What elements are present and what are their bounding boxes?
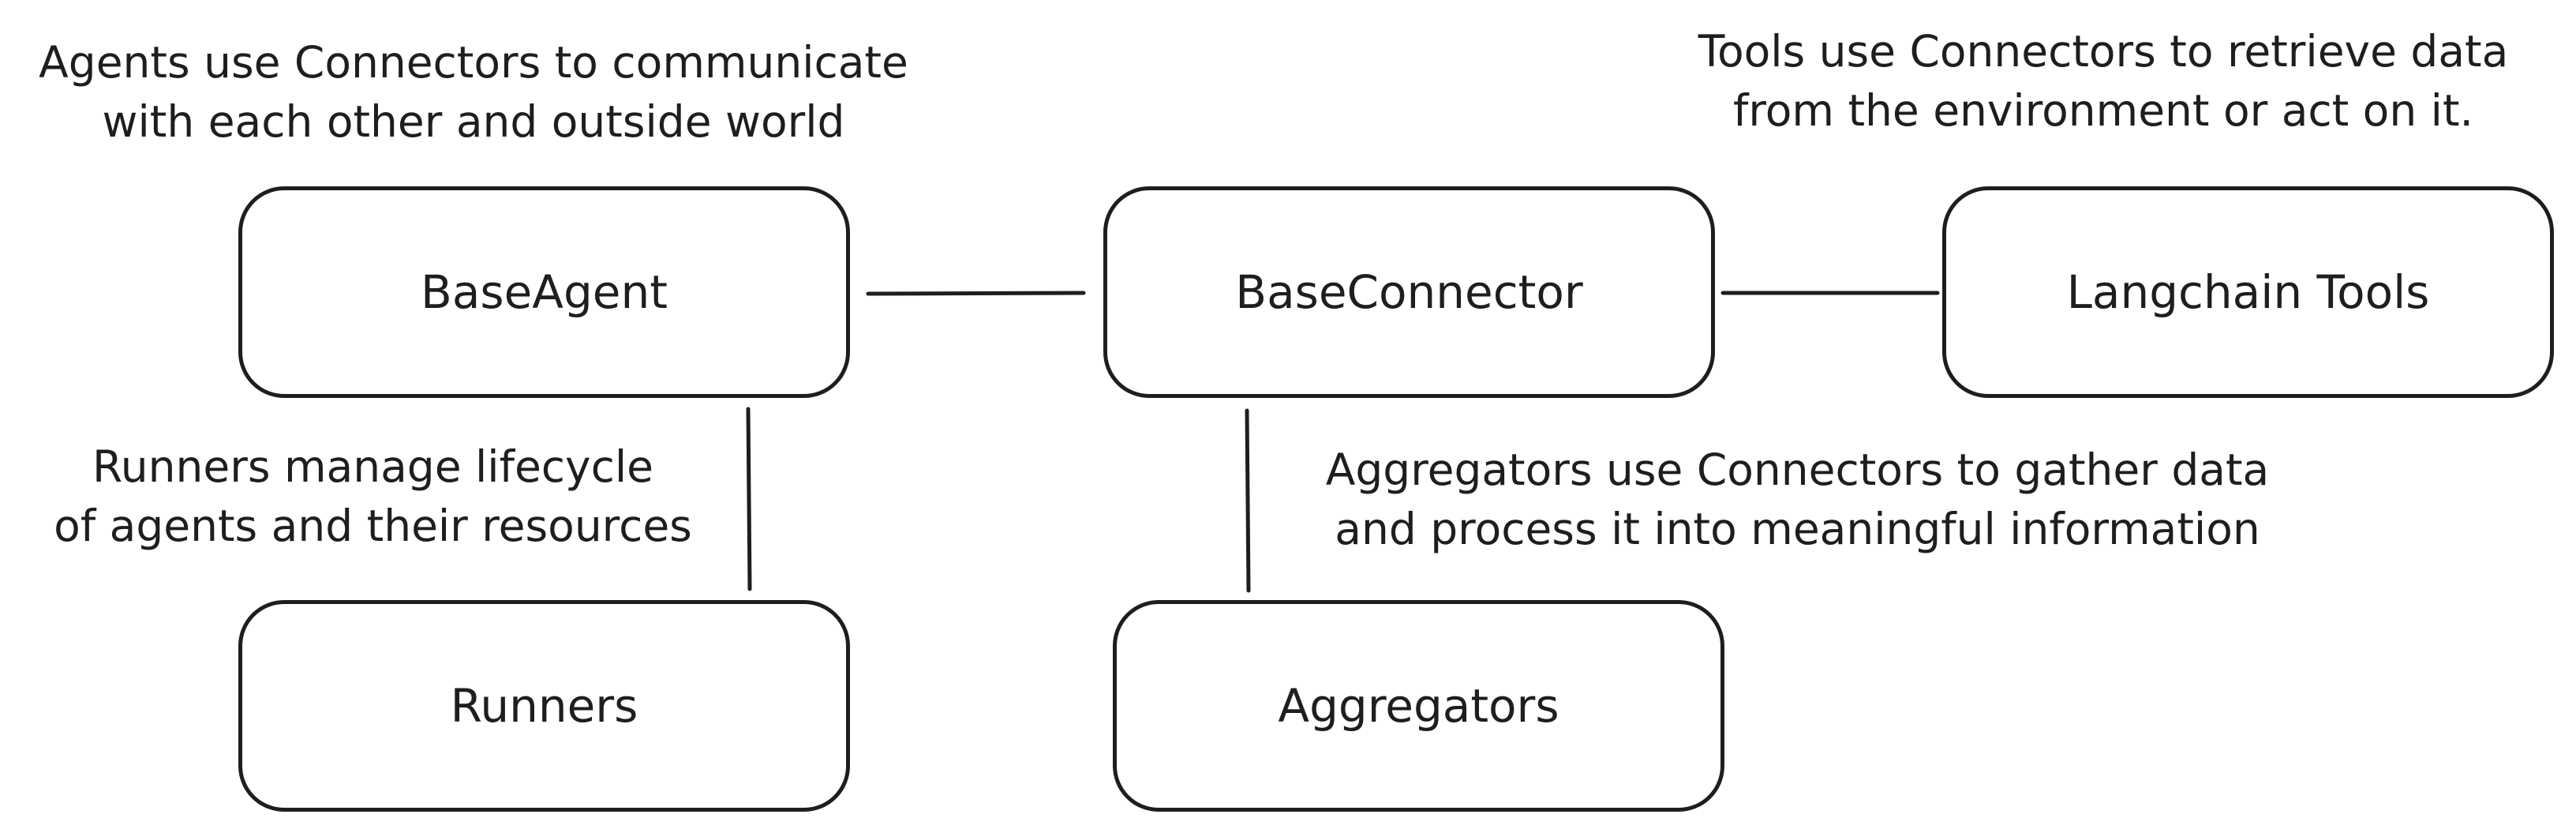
runners-label: Runners <box>450 679 638 733</box>
aggregators-note-line-2: and process it into meaningful informati… <box>1335 504 2260 554</box>
runners-note-line-2: of agents and their resources <box>54 501 692 551</box>
runners-note: Runners manage lifecycle of agents and t… <box>16 437 730 556</box>
edge-baseconnector-aggregators <box>1245 408 1251 593</box>
edge-baseagent-runners <box>746 407 752 591</box>
tools-note: Tools use Connectors to retrieve data fr… <box>1646 22 2561 141</box>
aggregators-node[interactable]: Aggregators <box>1113 600 1724 812</box>
aggregators-note-line-1: Aggregators use Connectors to gather dat… <box>1325 445 2270 495</box>
langchain-tools-label: Langchain Tools <box>2066 265 2430 319</box>
tools-note-line-2: from the environment or act on it. <box>1732 85 2474 136</box>
baseconnector-node[interactable]: BaseConnector <box>1103 186 1715 398</box>
tools-note-line-1: Tools use Connectors to retrieve data <box>1698 26 2509 77</box>
agents-note-line-2: with each other and outside world <box>102 96 845 147</box>
runners-node[interactable]: Runners <box>238 600 850 812</box>
runners-note-line-1: Runners manage lifecycle <box>92 441 653 492</box>
baseagent-node[interactable]: BaseAgent <box>238 186 850 398</box>
aggregators-note: Aggregators use Connectors to gather dat… <box>1275 441 2320 559</box>
edge-baseagent-baseconnector <box>866 291 1086 296</box>
agents-note-line-1: Agents use Connectors to communicate <box>39 37 908 88</box>
baseconnector-label: BaseConnector <box>1235 265 1583 319</box>
langchain-tools-node[interactable]: Langchain Tools <box>1942 186 2554 398</box>
aggregators-label: Aggregators <box>1278 679 1559 733</box>
baseagent-label: BaseAgent <box>421 265 668 319</box>
agents-note: Agents use Connectors to communicate wit… <box>16 33 931 152</box>
